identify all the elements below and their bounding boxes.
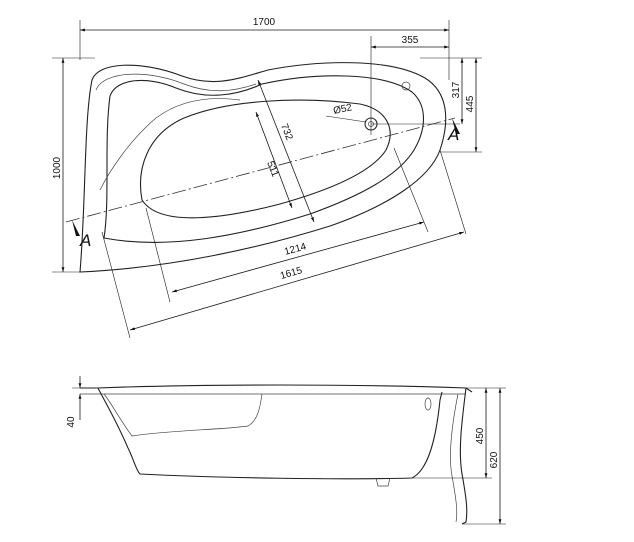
outer-rim — [79, 62, 447, 273]
dim-732 — [257, 79, 315, 223]
rim-top — [80, 384, 473, 393]
label-drain: Ø52 — [332, 102, 353, 117]
dim-1615 — [129, 231, 465, 331]
drain-foot-icon — [375, 477, 391, 487]
label-317: 317 — [451, 81, 462, 98]
label-1700: 1700 — [253, 17, 276, 28]
front-skirt — [459, 387, 468, 525]
label-1000: 1000 — [52, 156, 63, 179]
label-445: 445 — [465, 95, 476, 112]
inner-rim — [103, 75, 424, 243]
ext-1214-left — [145, 207, 171, 303]
label-732: 732 — [278, 122, 295, 142]
label-450: 450 — [475, 427, 486, 444]
section-arrow-left-icon — [72, 220, 80, 236]
label-40: 40 — [66, 416, 77, 428]
ext-1615-right — [439, 149, 467, 235]
plan-view: 1700 355 1000 317 445 732 511 Ø52 1214 — [52, 17, 482, 339]
label-1615: 1615 — [279, 265, 304, 282]
basin-floor — [139, 99, 391, 219]
section-mark-right: A — [447, 125, 459, 144]
leader-drain — [325, 115, 367, 123]
overflow-icon — [401, 81, 411, 91]
label-511: 511 — [264, 160, 280, 179]
dim-511 — [255, 111, 293, 209]
section-overflow-icon — [424, 397, 432, 411]
label-355: 355 — [402, 35, 419, 46]
section-view: 40 450 620 — [66, 376, 506, 525]
ext-1615-left — [101, 231, 131, 339]
dim-1214 — [171, 221, 425, 293]
label-620: 620 — [489, 451, 500, 468]
front-skirt-inner — [450, 393, 459, 523]
tub-outer-shell — [97, 387, 443, 480]
section-arrow-right-icon — [452, 118, 460, 134]
seat-contour — [95, 73, 257, 191]
section-mark-left: A — [79, 231, 91, 250]
ext-1214-right — [393, 147, 429, 233]
tub-inner-shell — [103, 393, 263, 437]
